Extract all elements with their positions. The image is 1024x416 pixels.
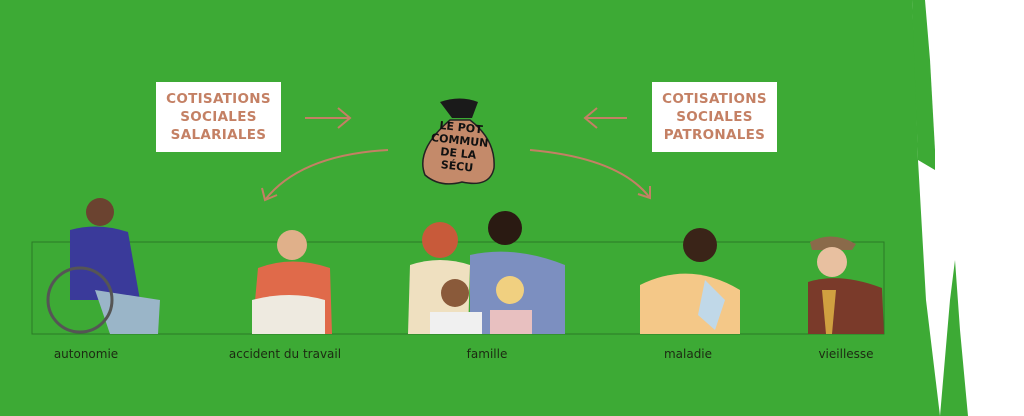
box-line: SALARIALES: [170, 127, 267, 143]
cotisations-salariales-box: COTISATIONS SOCIALES SALARIALES: [156, 82, 281, 152]
label-maladie: maladie: [663, 347, 713, 361]
box-line: PATRONALES: [663, 127, 766, 143]
arrows: [261, 107, 651, 202]
money-bag-icon: [422, 98, 495, 185]
person-maladie-illustration: [640, 228, 740, 334]
box-line: SOCIALES: [180, 109, 257, 125]
label-accident-du-travail: accident du travail: [228, 347, 342, 361]
label-autonomie: autonomie: [53, 347, 119, 361]
label-vieillesse: vieillesse: [818, 347, 874, 361]
box-line: COTISATIONS: [662, 91, 767, 107]
person-accident-illustration: [252, 230, 332, 334]
label-famille: famille: [466, 347, 508, 361]
family-illustration: [408, 211, 565, 334]
cotisations-patronales-box: COTISATIONS SOCIALES PATRONALES: [652, 82, 777, 152]
box-line: SOCIALES: [676, 109, 753, 125]
person-vieillesse-illustration: [808, 236, 884, 334]
box-line: COTISATIONS: [166, 91, 271, 107]
person-autonomie-illustration: [46, 198, 160, 334]
bag-label: LE POT COMMUN DE LA SÉCU: [421, 117, 496, 176]
